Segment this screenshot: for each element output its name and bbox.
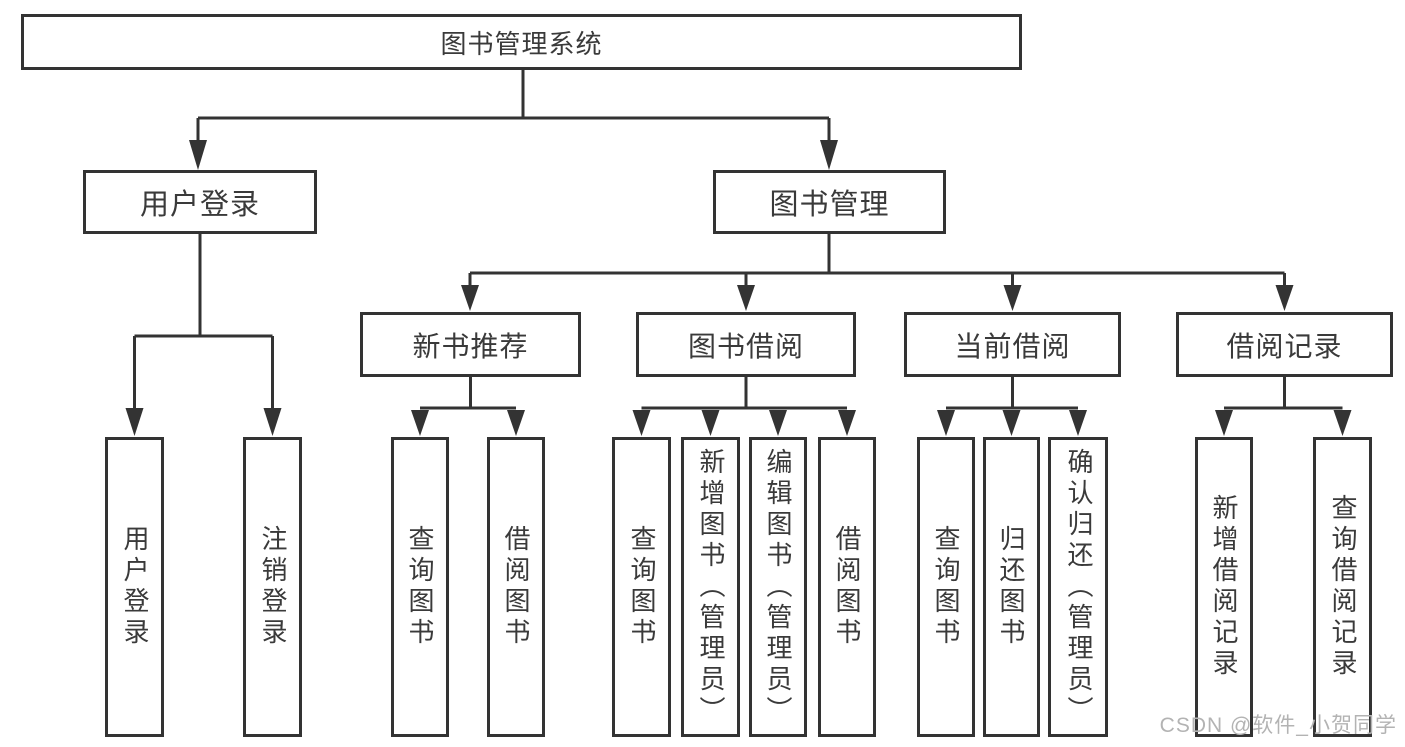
node-borrow-books-borrowing: 借阅图书 — [818, 437, 876, 737]
node-book-management: 图书管理 — [713, 170, 946, 234]
node-query-books-borrowing: 查询图书 — [612, 437, 671, 737]
node-user-login-leaf: 用户登录 — [105, 437, 164, 737]
arrowheads — [125, 140, 1352, 436]
csdn-watermark: CSDN @软件_小贺同学 — [1159, 714, 1397, 737]
node-root: 图书管理系统 — [21, 14, 1022, 70]
node-query-borrow-record: 查询借阅记录 — [1313, 437, 1372, 737]
node-new-book-recommendation: 新书推荐 — [360, 312, 581, 377]
node-borrowing-records: 借阅记录 — [1176, 312, 1393, 377]
node-logout-leaf: 注销登录 — [243, 437, 302, 737]
node-return-books: 归还图书 — [983, 437, 1040, 737]
node-query-books-recommend: 查询图书 — [391, 437, 449, 737]
node-add-borrow-record: 新增借阅记录 — [1195, 437, 1253, 737]
node-add-book-admin: 新增图书（管理员） — [681, 437, 740, 737]
connector-strokes — [133, 70, 1343, 410]
node-query-books-current: 查询图书 — [917, 437, 975, 737]
node-confirm-return-admin: 确认归还（管理员） — [1048, 437, 1108, 737]
node-borrow-books-recommend: 借阅图书 — [487, 437, 545, 737]
node-edit-book-admin: 编辑图书（管理员） — [749, 437, 807, 737]
node-current-borrowing: 当前借阅 — [904, 312, 1121, 377]
node-book-borrowing: 图书借阅 — [636, 312, 856, 377]
node-user-login: 用户登录 — [83, 170, 317, 234]
